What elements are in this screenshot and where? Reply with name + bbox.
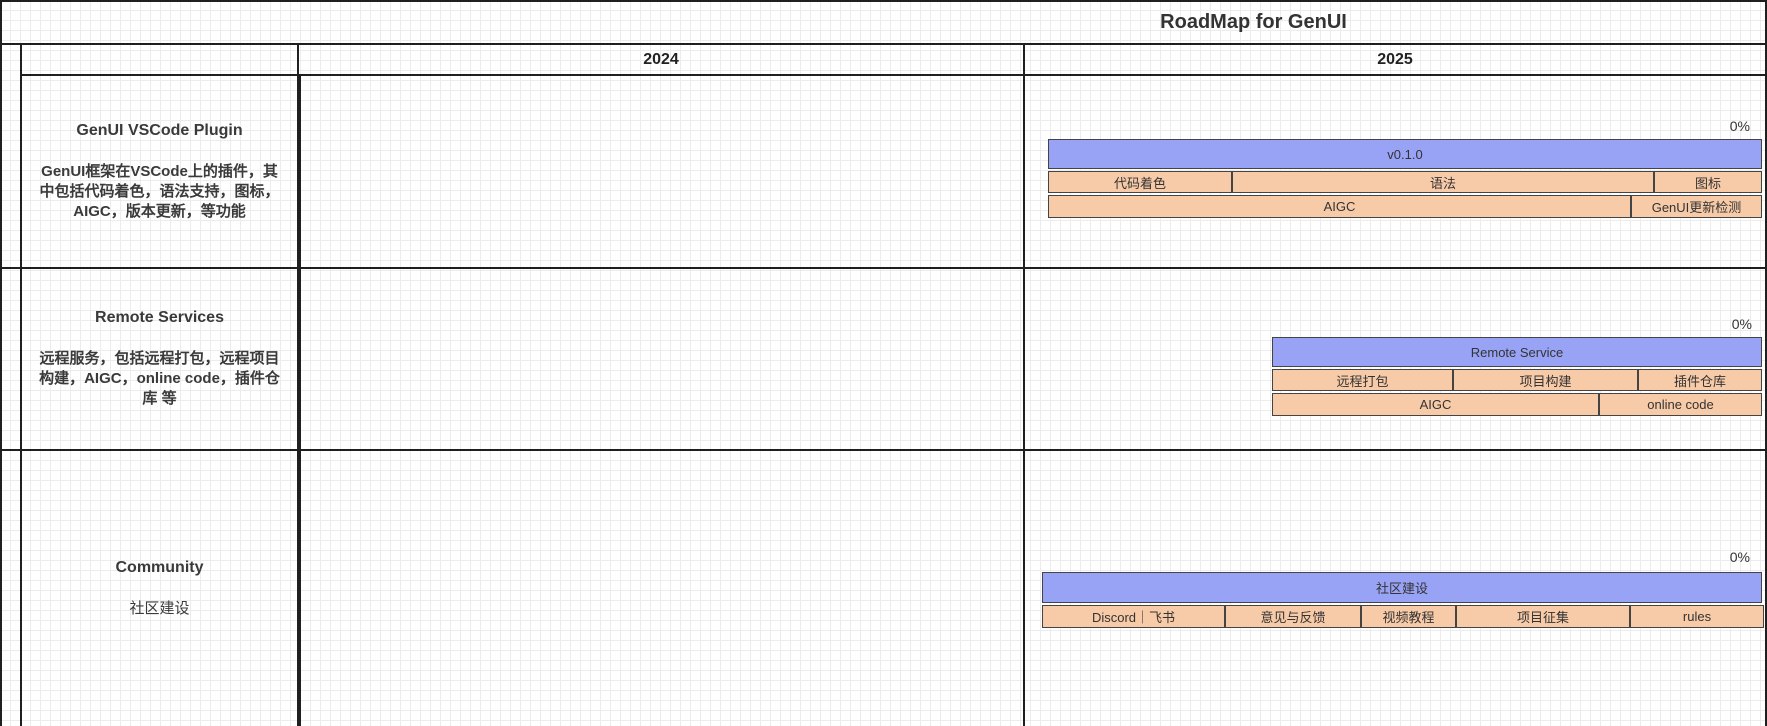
border-right bbox=[1765, 0, 1767, 726]
task-bar[interactable]: 视频教程 bbox=[1361, 605, 1456, 628]
year-divider-mid bbox=[1023, 43, 1025, 726]
year-divider-left-b bbox=[299, 74, 301, 726]
task-bar[interactable]: GenUI更新检测 bbox=[1631, 195, 1762, 218]
lane-header-genui-vscode-plugin: GenUI VSCode Plugin GenUI框架在VSCode上的插件，其… bbox=[22, 76, 297, 267]
lane-description: GenUI框架在VSCode上的插件，其中包括代码着色，语法支持，图标，AIGC… bbox=[39, 162, 280, 220]
task-row: Discord｜飞书 意见与反馈 视频教程 项目征集 rules bbox=[1042, 605, 1764, 628]
milestone-bar[interactable]: 社区建设 bbox=[1042, 572, 1762, 603]
header-divider bbox=[20, 74, 1767, 76]
task-bar[interactable]: 图标 bbox=[1654, 171, 1762, 193]
task-bar[interactable]: 意见与反馈 bbox=[1225, 605, 1361, 628]
task-row: 代码着色 语法 图标 bbox=[1048, 171, 1762, 193]
lane-description: 远程服务，包括远程打包，远程项目构建，AIGC，online code，插件仓库… bbox=[39, 350, 280, 407]
progress-label: 0% bbox=[1729, 549, 1750, 565]
task-bar[interactable]: 项目构建 bbox=[1453, 369, 1638, 391]
task-row: AIGC online code bbox=[1272, 393, 1762, 416]
task-bar[interactable]: Discord｜飞书 bbox=[1042, 605, 1225, 628]
lane-divider-2 bbox=[0, 449, 1767, 451]
task-bar[interactable]: 代码着色 bbox=[1048, 171, 1232, 193]
lane-title: GenUI VSCode Plugin bbox=[76, 121, 243, 139]
border-left bbox=[0, 0, 2, 726]
task-bar[interactable]: 语法 bbox=[1232, 171, 1654, 193]
task-bar[interactable]: 项目征集 bbox=[1456, 605, 1630, 628]
task-bar[interactable]: rules bbox=[1630, 605, 1764, 628]
lane-header-community: Community 社区建设 bbox=[22, 451, 297, 726]
lane-title: Community bbox=[115, 558, 204, 576]
task-row: 远程打包 项目构建 插件仓库 bbox=[1272, 369, 1762, 391]
border-top bbox=[0, 0, 1767, 2]
lane-header-remote-services: Remote Services 远程服务，包括远程打包，远程项目构建，AIGC，… bbox=[22, 269, 297, 449]
task-bar[interactable]: AIGC bbox=[1272, 393, 1599, 416]
lane-title: Remote Services bbox=[95, 309, 224, 326]
task-bar[interactable]: AIGC bbox=[1048, 195, 1631, 218]
title-divider bbox=[0, 43, 1767, 45]
year-divider-left bbox=[297, 43, 299, 726]
task-row: AIGC GenUI更新检测 bbox=[1048, 195, 1762, 218]
milestone-bar[interactable]: Remote Service bbox=[1272, 337, 1762, 367]
lane-header-left bbox=[20, 43, 22, 726]
year-header-2025: 2025 bbox=[1377, 50, 1413, 68]
progress-label: 0% bbox=[1731, 316, 1752, 332]
milestone-bar[interactable]: v0.1.0 bbox=[1048, 139, 1762, 169]
task-bar[interactable]: 远程打包 bbox=[1272, 369, 1453, 391]
page-title: RoadMap for GenUI bbox=[1160, 10, 1347, 33]
task-bar[interactable]: 插件仓库 bbox=[1638, 369, 1762, 391]
task-bar[interactable]: online code bbox=[1599, 393, 1762, 416]
year-header-2024: 2024 bbox=[643, 50, 679, 68]
progress-label: 0% bbox=[1729, 118, 1750, 134]
lane-divider-1 bbox=[0, 267, 1767, 269]
lane-description: 社区建设 bbox=[129, 599, 190, 617]
